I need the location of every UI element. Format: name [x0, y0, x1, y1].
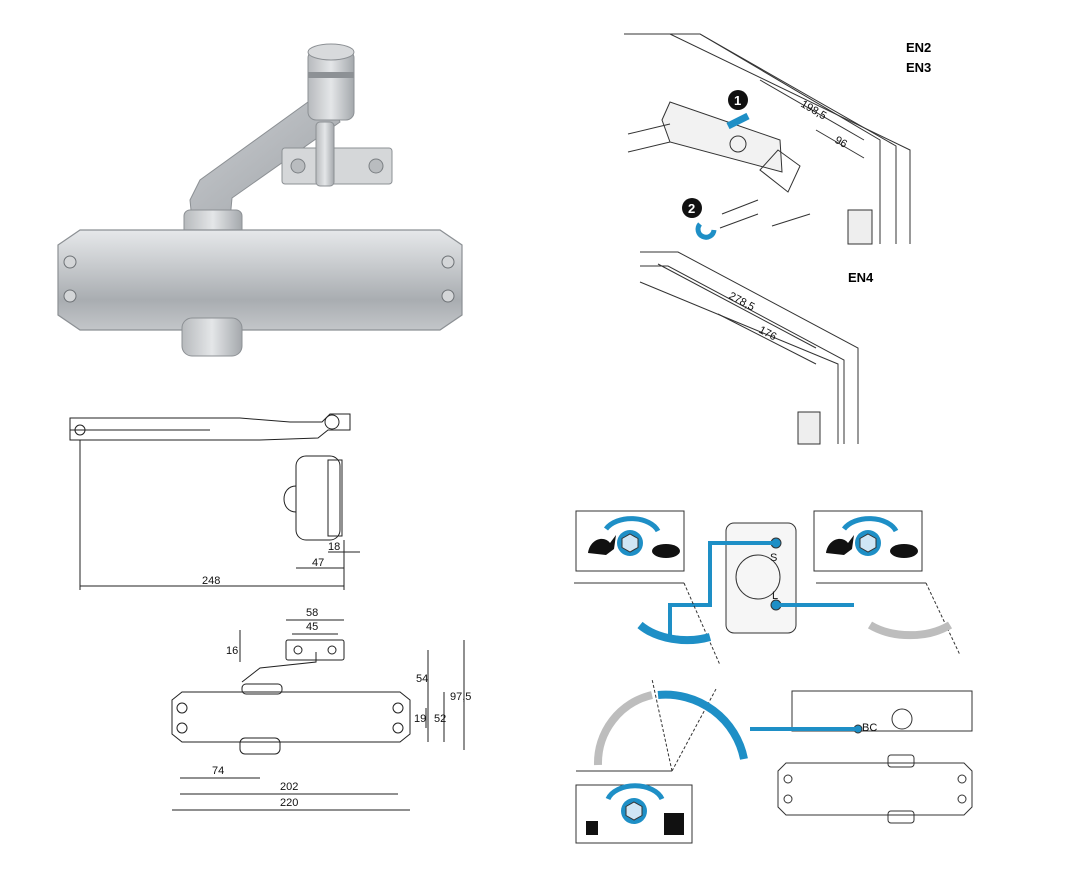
mounting-en2-en3: 1 2 198,5 96 EN2 EN3 [610, 30, 950, 245]
side-view-drawing: 18 47 248 [60, 400, 380, 600]
light-weight-icon [586, 821, 598, 835]
dim-278-5: 278,5 [727, 290, 757, 314]
dim-54: 54 [416, 673, 428, 685]
dim-47: 47 [312, 557, 324, 569]
valve-s-label: S [770, 552, 777, 564]
label-en2: EN2 [906, 40, 932, 55]
dim-248: 248 [202, 575, 220, 587]
turtle-icon [652, 544, 680, 558]
dim-198-5: 198,5 [799, 98, 829, 122]
dim-176: 176 [757, 324, 779, 343]
rabbit-icon [588, 535, 616, 555]
step-1-badge: 1 [734, 93, 741, 108]
speed-adjustment-diagram: S L [570, 505, 990, 675]
dim-19: 19 [414, 713, 426, 725]
dim-96: 96 [833, 134, 850, 151]
heavy-weight-icon [664, 813, 684, 835]
front-view-drawing: 58 45 16 54 19 52 97,5 74 202 220 [160, 600, 490, 825]
label-en3: EN3 [906, 60, 932, 75]
label-en4: EN4 [848, 270, 874, 285]
dim-16: 16 [226, 645, 238, 657]
dim-18: 18 [328, 541, 340, 553]
dim-52: 52 [434, 713, 446, 725]
force-adjustment-diagram: BC [572, 675, 992, 845]
dim-45: 45 [306, 621, 318, 633]
dim-58: 58 [306, 607, 318, 619]
dim-202: 202 [280, 781, 298, 793]
mounting-en4: 278,5 176 EN4 [638, 248, 938, 448]
door-closer-photo [40, 30, 480, 370]
valve-l-label: L [772, 590, 778, 602]
dim-97-5: 97,5 [450, 691, 471, 703]
dim-74: 74 [212, 765, 224, 777]
step-2-badge: 2 [688, 201, 695, 216]
valve-bc-label: BC [862, 722, 877, 734]
dim-220: 220 [280, 797, 298, 809]
